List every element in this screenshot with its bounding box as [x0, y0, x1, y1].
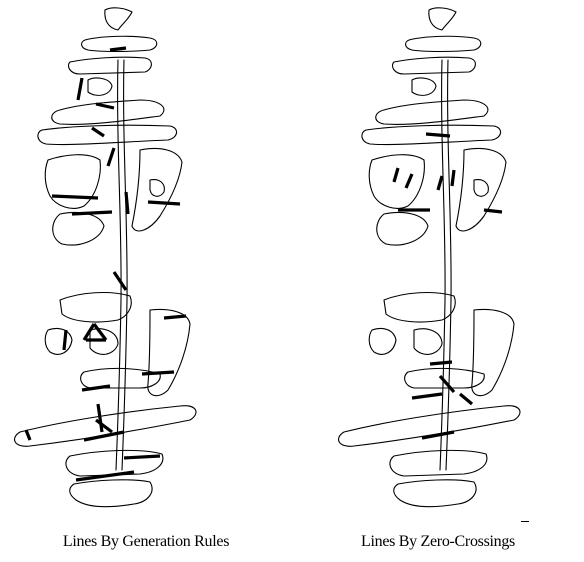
glyph-outlines-left [15, 8, 196, 507]
calligraphy-figure-left [0, 0, 292, 520]
caption-generation-rules: Lines By Generation Rules [0, 533, 292, 551]
tick-mark [521, 521, 529, 522]
panel-zero-crossings: Lines By Zero-Crossings [292, 0, 584, 562]
detected-lines-right [394, 134, 502, 438]
calligraphy-figure-right [292, 0, 584, 520]
panel-generation-rules: Lines By Generation Rules [0, 0, 292, 562]
glyph-outlines-right [339, 8, 520, 507]
caption-zero-crossings: Lines By Zero-Crossings [292, 533, 584, 551]
